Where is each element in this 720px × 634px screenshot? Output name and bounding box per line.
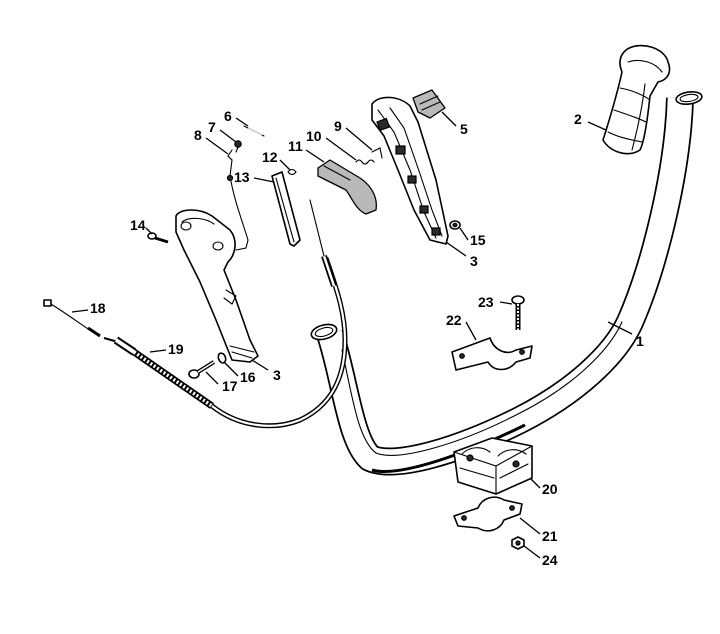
label-part-22: 22 (446, 312, 462, 328)
label-part-20: 20 (542, 481, 558, 497)
label-part-23: 23 (478, 294, 494, 310)
label-part-5: 5 (460, 121, 468, 137)
part-labels: 1 2 3 3 5 6 7 8 9 10 11 12 13 14 15 16 1… (90, 108, 644, 568)
label-part-6: 6 (224, 108, 232, 124)
washer-16[interactable] (217, 352, 227, 364)
screw-7[interactable] (234, 140, 242, 153)
label-part-16: 16 (240, 369, 256, 385)
label-part-3-lower: 3 (273, 367, 281, 383)
nut-15[interactable] (449, 220, 461, 230)
interlock-spring-10[interactable] (355, 159, 375, 165)
screw-14[interactable] (147, 232, 169, 244)
grip-handle[interactable] (602, 44, 671, 155)
contact-spring-6[interactable] (243, 125, 265, 137)
label-part-2: 2 (574, 111, 582, 127)
screw-17[interactable] (188, 360, 216, 379)
clamp-lower[interactable] (453, 437, 533, 495)
label-part-1: 1 (636, 333, 644, 349)
clamp-strap[interactable] (453, 496, 523, 532)
interlock-lever[interactable] (271, 171, 301, 247)
label-part-9: 9 (334, 118, 342, 134)
short-circuit-wire-8[interactable] (226, 149, 249, 251)
leader-lines (71, 111, 633, 559)
label-part-24: 24 (542, 552, 558, 568)
nut-24[interactable] (511, 536, 525, 550)
control-handle-half-right[interactable] (371, 96, 449, 245)
label-part-11: 11 (288, 138, 303, 154)
label-part-18: 18 (90, 300, 106, 316)
screw-23[interactable] (511, 295, 525, 330)
throttle-trigger[interactable] (317, 159, 378, 215)
label-part-19: 19 (168, 341, 184, 357)
clamp-upper[interactable] (451, 337, 533, 371)
torsion-spring-9[interactable] (371, 147, 383, 159)
label-part-10: 10 (306, 128, 322, 144)
label-part-17: 17 (222, 378, 238, 394)
handlebar-tube[interactable] (310, 90, 703, 476)
label-part-3-upper: 3 (470, 253, 478, 269)
control-handle-half-left[interactable] (175, 209, 259, 363)
wire-harness[interactable] (43, 299, 101, 338)
label-part-8: 8 (194, 127, 202, 143)
throttle-cable[interactable] (103, 199, 348, 429)
label-part-21: 21 (542, 528, 558, 544)
label-part-15: 15 (470, 232, 486, 248)
label-part-14: 14 (130, 217, 146, 233)
torsion-spring-12[interactable] (287, 168, 297, 176)
label-part-12: 12 (262, 149, 278, 165)
label-part-7: 7 (208, 119, 216, 135)
slide-control[interactable] (412, 89, 446, 119)
label-part-13: 13 (234, 169, 250, 185)
